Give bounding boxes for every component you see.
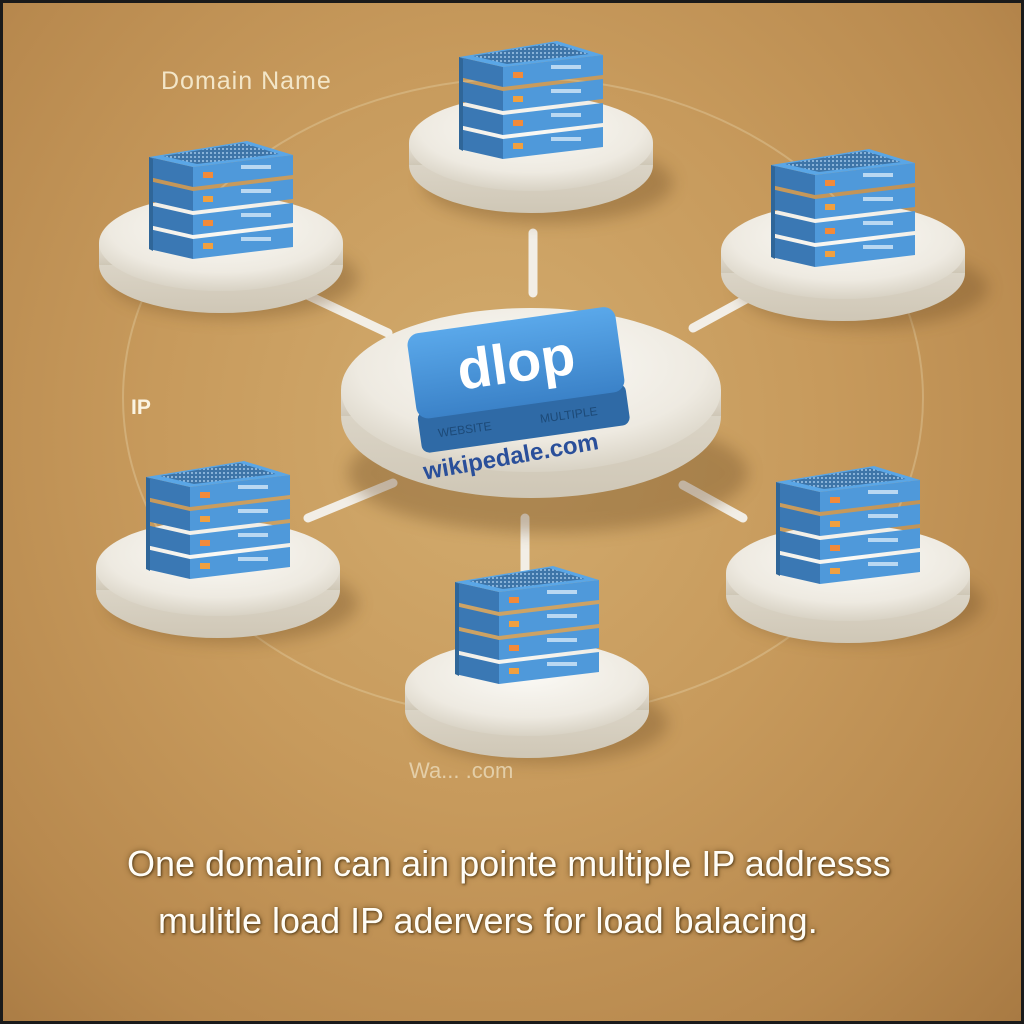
server-node-bottom	[405, 566, 649, 758]
central-node: dlop WEBSITE MULTIPLE wikipedale.com	[341, 307, 721, 498]
server-node-top	[409, 41, 653, 213]
domain-name-label: Domain Name	[161, 67, 332, 95]
domain-badge-icon: dlop WEBSITE MULTIPLE	[407, 307, 630, 453]
caption-line-1: One domain can ain pointe multiple IP ad…	[127, 843, 891, 884]
caption-line-2: mulitle load IP adervers for load balaci…	[158, 900, 818, 941]
server-node-top-right	[721, 149, 965, 321]
network-diagram: dlop WEBSITE MULTIPLE wikipedale.com	[96, 41, 988, 763]
diagram-frame: dlop WEBSITE MULTIPLE wikipedale.com Dom…	[3, 3, 1021, 1021]
ip-label: IP	[131, 396, 151, 419]
server-node-bottom-right	[726, 466, 970, 643]
server-node-bottom-left	[96, 461, 340, 638]
server-node-top-left	[99, 141, 343, 313]
domain-bottom-label: Wa... .com	[409, 758, 514, 783]
